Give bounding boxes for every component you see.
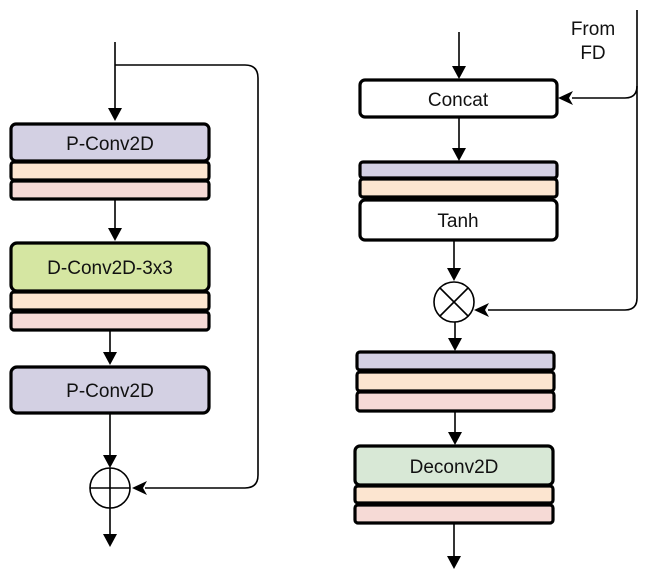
p-conv2d-block-1: P-Conv2D xyxy=(9,122,211,201)
output-arrowhead xyxy=(103,534,117,547)
tanh-layer xyxy=(358,198,559,242)
conv-norm-act-block xyxy=(355,350,556,413)
activation-strip xyxy=(353,503,555,525)
d-conv2d-block: D-Conv2D-3x3 xyxy=(9,241,211,332)
activation-strip xyxy=(9,310,211,332)
norm-strip xyxy=(353,484,555,505)
arrowhead xyxy=(448,338,462,351)
from-fd-label-line1: From xyxy=(571,19,615,40)
norm-strip xyxy=(358,177,559,199)
arrowhead xyxy=(452,148,466,161)
conv-strip xyxy=(355,350,556,372)
activation-strip xyxy=(9,179,211,201)
activation-strip xyxy=(355,390,556,413)
fd-to-multiply-arrowhead xyxy=(474,303,489,317)
arrowhead xyxy=(103,455,117,468)
multiply-circle-icon xyxy=(433,281,475,323)
skip-connection-arrowhead xyxy=(132,481,147,495)
block-label: P-Conv2D xyxy=(66,381,154,402)
arrowhead xyxy=(448,432,462,445)
add-circle-icon xyxy=(89,467,131,509)
right-input-arrowhead xyxy=(452,66,466,79)
conv-strip xyxy=(358,160,559,180)
block-label: Tanh xyxy=(437,211,478,232)
arrowhead xyxy=(103,352,117,365)
deconv2d-block: Deconv2D xyxy=(353,444,555,525)
norm-strip xyxy=(9,160,211,182)
fd-to-multiply-line xyxy=(488,86,638,311)
from-fd-label-line2: FD xyxy=(580,43,605,64)
block-label: D-Conv2D-3x3 xyxy=(47,258,173,279)
norm-strip xyxy=(355,370,556,393)
tanh-block: Tanh xyxy=(358,160,559,242)
arrowhead xyxy=(108,228,122,241)
skip-connection-line xyxy=(115,64,259,489)
fd-to-concat-arrowhead xyxy=(558,91,573,105)
block-label: Deconv2D xyxy=(410,457,499,478)
left-input-arrowhead xyxy=(108,108,122,121)
p-conv2d-block-2: P-Conv2D xyxy=(9,365,211,415)
concat-block: Concat xyxy=(358,78,559,119)
norm-strip xyxy=(9,290,211,312)
block-label: P-Conv2D xyxy=(66,134,154,155)
block-label: Concat xyxy=(428,90,489,111)
arrowhead xyxy=(447,268,461,281)
output-arrowhead xyxy=(447,556,461,569)
